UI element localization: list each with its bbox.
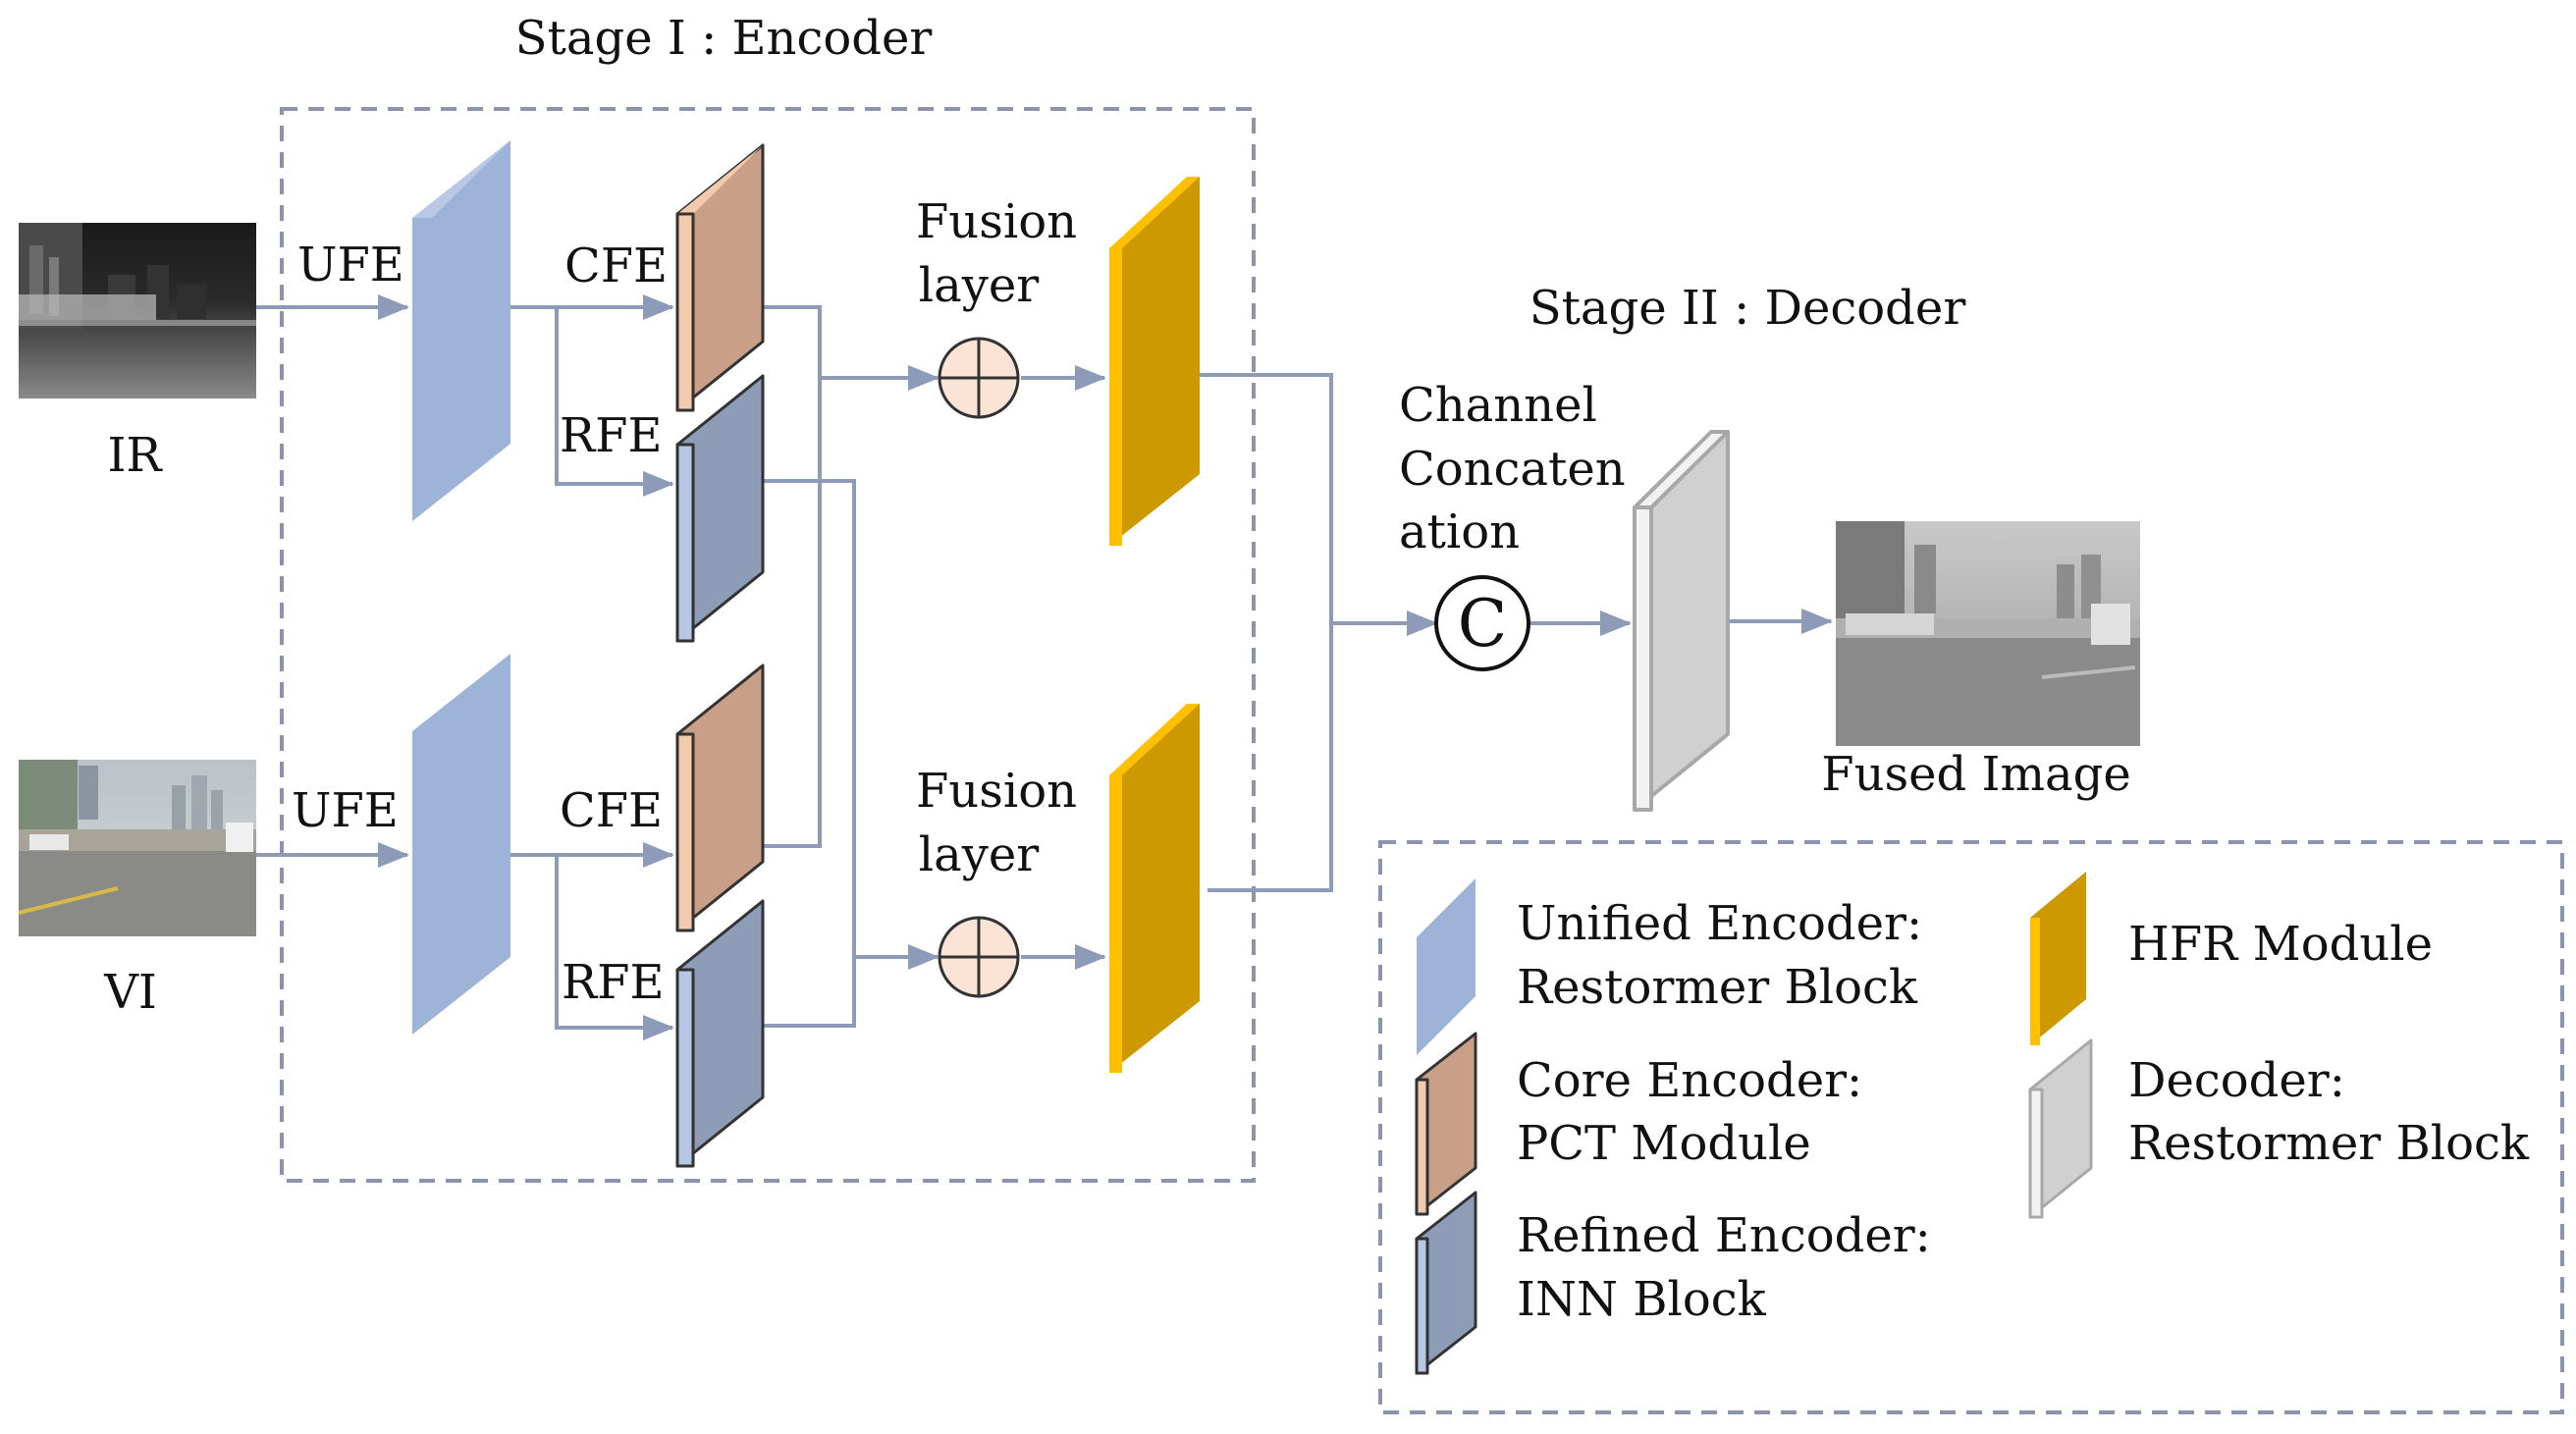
arrow-bottom-to-rfe: [555, 855, 674, 1040]
legend-core-line1: Core Encoder:: [1517, 1053, 1862, 1108]
fusion-node-bottom: [938, 916, 1020, 998]
decoder-block: [1633, 430, 1730, 812]
line-hfr-top-to-concat: [1198, 373, 1333, 623]
concat-line1: Channel: [1399, 378, 1597, 433]
legend: Unified Encoder: Restormer Block Core En…: [1415, 872, 2530, 1375]
fusion-top-line1: Fusion: [916, 194, 1077, 249]
legend-refined-line2: INN Block: [1517, 1272, 1767, 1327]
legend-box: [1378, 840, 2564, 1414]
ir-image: [19, 223, 256, 398]
legend-refined-line1: Refined Encoder:: [1517, 1208, 1931, 1263]
hfr-module-bottom: [1109, 704, 1200, 1073]
line-rfe-top-down: [763, 479, 856, 957]
line-hfr-bottom-to-concat: [1208, 623, 1333, 892]
legend-decoder-line1: Decoder:: [2128, 1053, 2345, 1108]
core-encoder-block-bottom: [675, 664, 765, 932]
legend-core-swatch: [1415, 1032, 1477, 1216]
concat-symbol: C: [1458, 586, 1508, 662]
line-cfe-bottom-up: [763, 378, 822, 848]
concat-node: C: [1434, 575, 1530, 671]
legend-unified-line1: Unified Encoder:: [1517, 896, 1922, 951]
legend-unified-swatch: [1417, 878, 1476, 1055]
concat-line3: ation: [1399, 505, 1520, 559]
ufe-top-label: UFE: [297, 238, 404, 292]
connectors: [256, 294, 1833, 1040]
fusion-bottom-line1: Fusion: [916, 764, 1077, 819]
fused-image-label: Fused Image: [1821, 747, 2130, 802]
vi-image: [18, 760, 256, 936]
concat-line2: Concaten: [1399, 442, 1626, 497]
legend-decoder-swatch: [2028, 1038, 2093, 1219]
unified-encoder-block-bottom: [412, 654, 510, 1035]
fusion-node-top: [938, 337, 1020, 419]
vi-label: VI: [103, 965, 157, 1020]
hfr-module-top: [1109, 177, 1200, 546]
legend-hfr-swatch: [2030, 872, 2086, 1045]
fusion-top-line2: layer: [919, 258, 1039, 313]
ufe-bottom-label: UFE: [292, 783, 399, 838]
stage1-title: Stage I : Encoder: [515, 11, 933, 66]
refined-encoder-block-bottom: [675, 899, 765, 1168]
ir-label: IR: [107, 428, 163, 483]
fused-image: [1836, 521, 2140, 746]
legend-hfr-line1: HFR Module: [2128, 917, 2433, 972]
legend-decoder-line2: Restormer Block: [2128, 1116, 2530, 1171]
fusion-bottom-line2: layer: [919, 827, 1039, 882]
rfe-bottom-label: RFE: [562, 955, 664, 1010]
legend-core-line2: PCT Module: [1517, 1116, 1811, 1171]
arrow-top-to-rfe: [555, 307, 674, 497]
rfe-top-label: RFE: [560, 408, 662, 463]
encoder-stage-box: [280, 107, 1256, 1183]
line-rfe-bottom-up: [763, 957, 856, 1028]
unified-encoder-block-top: [412, 140, 510, 521]
stage2-title: Stage II : Decoder: [1530, 281, 1966, 336]
core-encoder-block-top: [675, 143, 765, 412]
line-cfe-top-to-fusion: [763, 305, 822, 378]
refined-encoder-block-top: [675, 374, 765, 643]
cfe-top-label: CFE: [564, 239, 668, 293]
legend-refined-swatch: [1415, 1191, 1477, 1375]
legend-unified-line2: Restormer Block: [1517, 960, 1918, 1015]
cfe-bottom-label: CFE: [560, 783, 663, 838]
